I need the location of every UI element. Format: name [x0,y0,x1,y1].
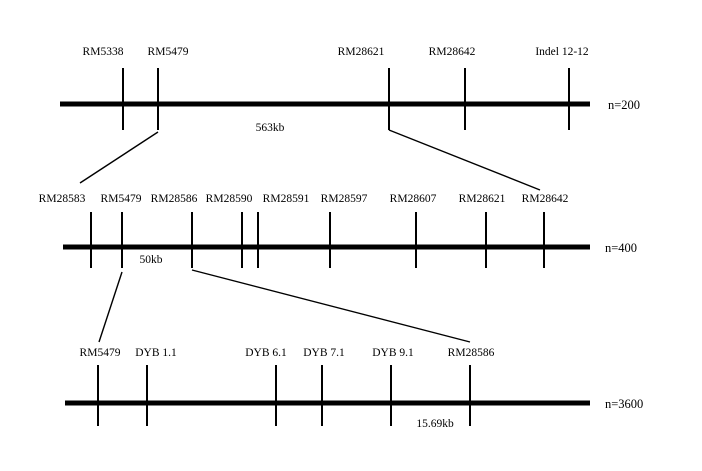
marker-label: Indel 12-12 [535,46,589,58]
distance-label: 50kb [140,254,163,266]
connector-line [191,269,471,343]
zoom-connectors-1 [79,129,541,191]
connector-line [388,129,541,191]
track-1: RM5338 RM5479 RM28621 RM28642 Indel 12-1… [60,46,640,134]
track-3: RM5479 DYB 1.1 DYB 6.1 DYB 7.1 DYB 9.1 R… [65,347,643,430]
marker-label: RM28590 [206,193,253,205]
marker-label: RM28621 [459,193,506,205]
marker-label: RM5479 [101,193,142,205]
marker-label: DYB 1.1 [135,347,177,359]
marker-label: DYB 6.1 [245,347,287,359]
marker-label: RM28642 [522,193,569,205]
marker-label: RM28586 [448,347,495,359]
distance-label: 15.69kb [416,418,454,430]
marker-label: RM28591 [263,193,310,205]
marker-label: RM28583 [39,193,86,205]
marker-label: RM28621 [338,46,385,58]
marker-label: DYB 9.1 [372,347,414,359]
marker-label: RM28586 [151,193,198,205]
marker-label: RM28597 [321,193,368,205]
population-size-label: n=200 [608,98,640,112]
track-2: RM28583 RM5479 RM28586 RM28590 RM28591 R… [39,193,637,268]
connector-line [79,131,159,184]
connector-line [98,271,123,343]
marker-label: RM5479 [148,46,189,58]
population-size-label: n=400 [605,241,637,255]
zoom-connectors-2 [98,269,471,343]
population-size-label: n=3600 [605,397,643,411]
marker-label: RM28607 [390,193,437,205]
marker-label: RM5479 [80,347,121,359]
distance-label: 563kb [256,122,285,134]
marker-label: RM28642 [429,46,476,58]
marker-label: DYB 7.1 [303,347,345,359]
marker-label: RM5338 [83,46,124,58]
